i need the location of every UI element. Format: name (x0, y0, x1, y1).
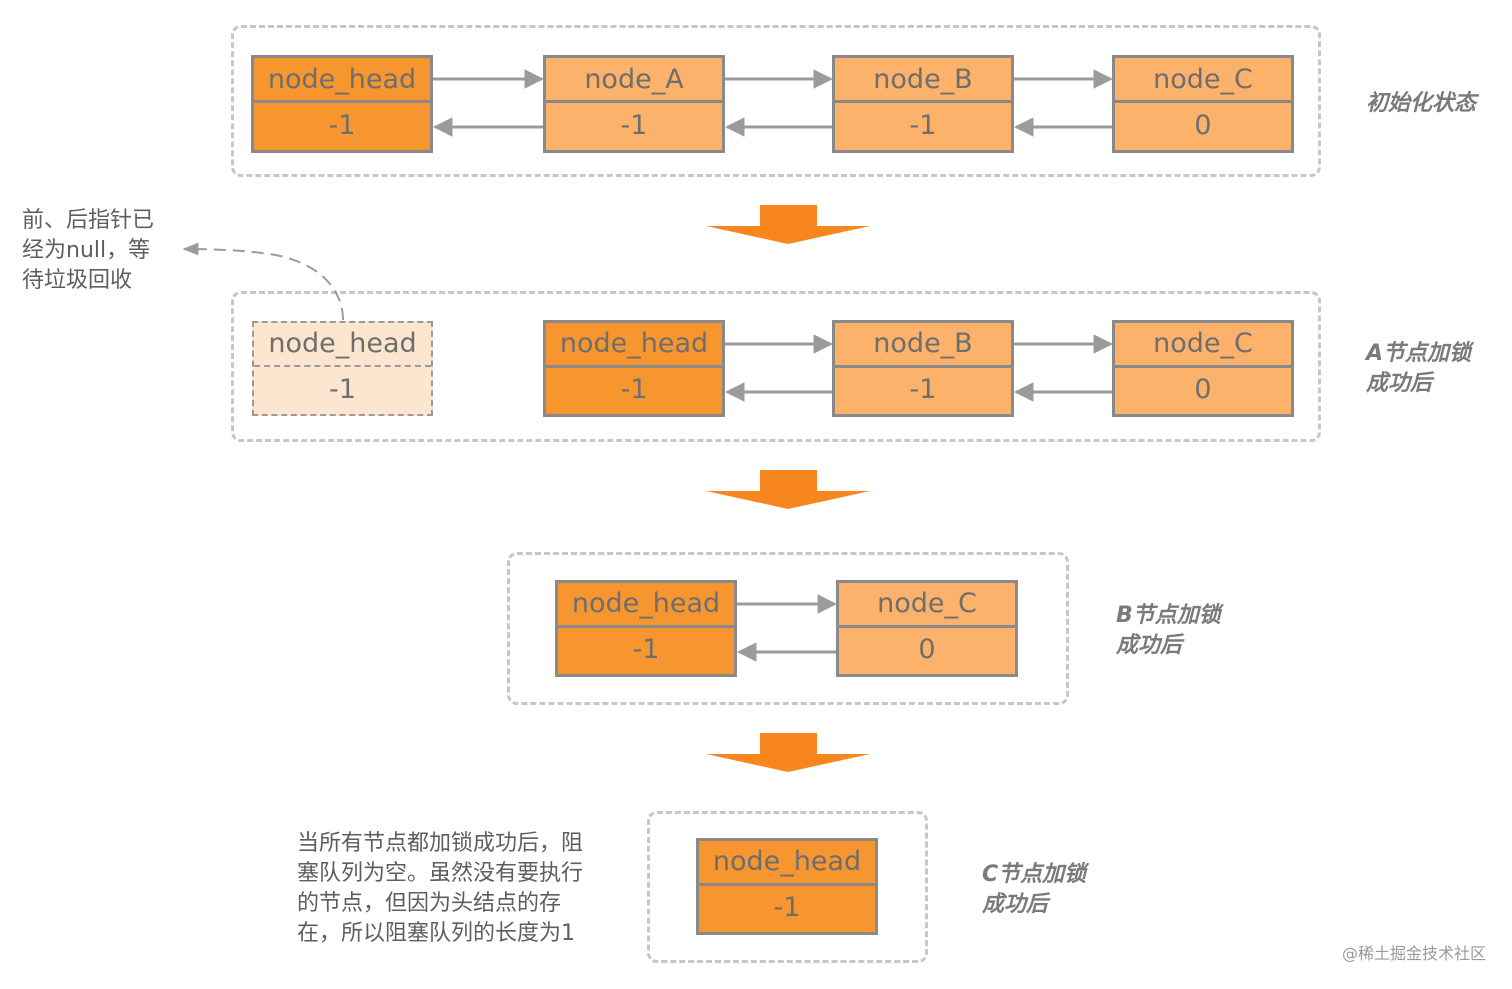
node-name: node_head (559, 328, 709, 360)
label-line: 初始化状态 (1366, 91, 1477, 116)
node-name: node_C (1153, 63, 1253, 95)
transition-arrow (706, 733, 870, 772)
transition-arrow (706, 470, 870, 509)
stage-3-frame (507, 552, 1069, 705)
node-divider (1115, 364, 1291, 368)
node-value: -1 (328, 109, 356, 141)
stage-4-node-head: node_head -1 (696, 838, 878, 935)
note-line: 前、后指针已 (22, 208, 155, 233)
node-name: node_head (268, 328, 417, 360)
stage-2-node-c: node_C 0 (1112, 320, 1294, 417)
stage-1-node-head: node_head -1 (251, 55, 433, 153)
final-note: 当所有节点都加锁成功后，阻 塞队列为空。虽然没有要执行 的节点，但因为头结点的存… (297, 829, 583, 949)
stage-2-label: A节点加锁 成功后 (1366, 339, 1471, 399)
node-value: 0 (1194, 109, 1212, 141)
node-divider (546, 100, 722, 104)
node-name: node_B (873, 63, 973, 95)
node-divider (558, 624, 734, 628)
node-value: -1 (329, 373, 356, 405)
node-divider (699, 882, 875, 886)
stage-2-released-node-head: node_head -1 (252, 321, 433, 416)
stage-3-label: B节点加锁 成功后 (1116, 601, 1221, 661)
note-line: 经为null，等 (22, 238, 151, 263)
stage-4-frame (647, 811, 928, 963)
node-name: node_C (877, 588, 977, 620)
node-divider (254, 100, 430, 104)
node-divider (839, 624, 1015, 628)
node-name: node_head (571, 588, 721, 620)
node-value: -1 (620, 373, 648, 405)
label-line: A节点加锁 (1366, 341, 1472, 366)
stage-1-node-a: node_A -1 (543, 55, 725, 153)
note-line: 在，所以阻塞队列的长度为1 (297, 921, 575, 946)
node-name: node_C (1153, 328, 1253, 360)
note-line: 塞队列为空。虽然没有要执行 (297, 861, 584, 886)
label-line: 成功后 (1116, 633, 1183, 658)
node-divider (835, 100, 1011, 104)
stage-1-frame (231, 25, 1321, 177)
node-name: node_head (712, 846, 862, 878)
stage-3-node-c: node_C 0 (836, 580, 1018, 677)
note-line: 当所有节点都加锁成功后，阻 (297, 831, 584, 856)
node-value: -1 (620, 109, 648, 141)
node-divider (546, 364, 722, 368)
transition-arrow (706, 205, 870, 244)
note-line: 待垃圾回收 (22, 268, 133, 293)
node-name: node_A (584, 63, 684, 95)
node-value: -1 (632, 633, 660, 665)
stage-3-node-head: node_head -1 (555, 580, 737, 677)
gc-note: 前、后指针已 经为null，等 待垃圾回收 (22, 206, 154, 296)
node-divider (1115, 100, 1291, 104)
stage-2-node-head: node_head -1 (543, 320, 725, 417)
node-value: 0 (918, 633, 936, 665)
node-divider (254, 364, 431, 367)
stage-2-node-b: node_B -1 (832, 320, 1014, 417)
stage-1-node-b: node_B -1 (832, 55, 1014, 153)
note-line: 的节点，但因为头结点的存 (297, 891, 562, 916)
stage-1-label: 初始化状态 (1366, 89, 1476, 119)
stage-4-label: C节点加锁 成功后 (982, 860, 1086, 920)
node-value: 0 (1194, 373, 1212, 405)
node-value: -1 (773, 891, 801, 923)
watermark: @稀土掘金技术社区 (1341, 944, 1486, 963)
node-name: node_B (873, 328, 973, 360)
label-line: B节点加锁 (1116, 603, 1221, 628)
stage-1-node-c: node_C 0 (1112, 55, 1294, 153)
node-name: node_head (267, 63, 417, 95)
node-divider (835, 364, 1011, 368)
node-value: -1 (909, 109, 937, 141)
node-value: -1 (909, 373, 937, 405)
label-line: C节点加锁 (982, 862, 1087, 887)
stage-2-frame (231, 291, 1321, 442)
label-line: 成功后 (1366, 371, 1433, 396)
label-line: 成功后 (982, 892, 1049, 917)
